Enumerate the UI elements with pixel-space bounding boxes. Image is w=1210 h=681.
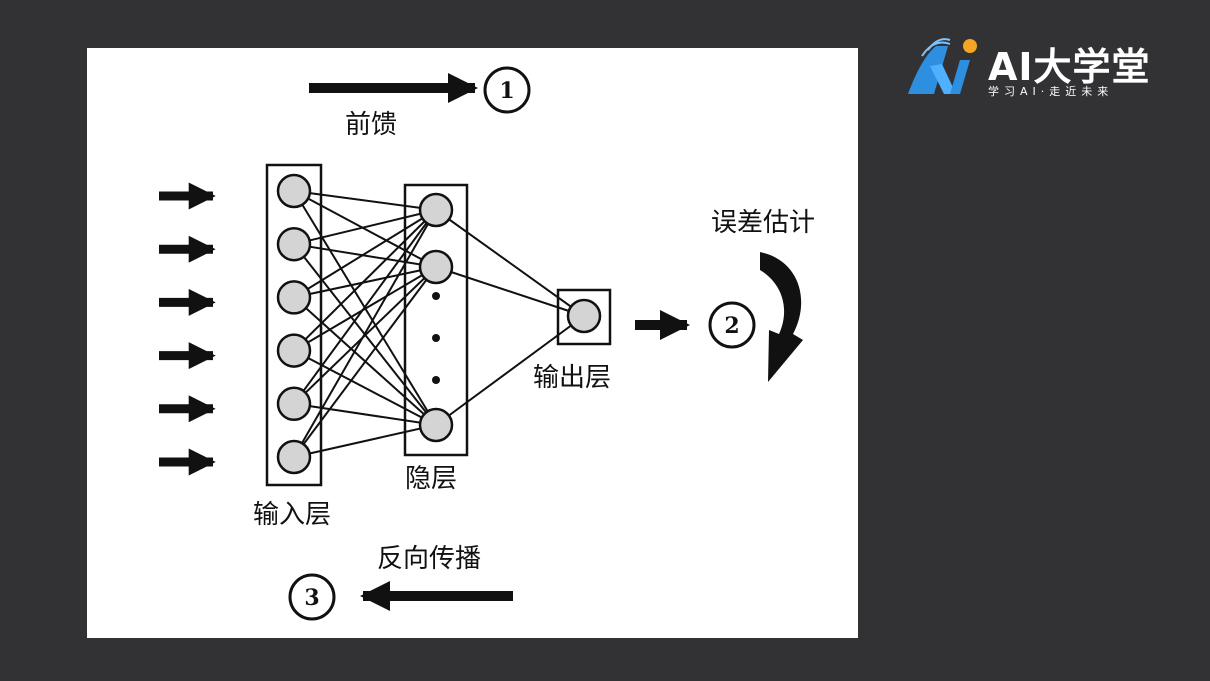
network-diagram: 1 2 3 <box>159 66 803 621</box>
input-hidden-connection <box>293 209 437 405</box>
output-layer-box <box>556 288 612 346</box>
input-neuron <box>276 173 312 209</box>
step-2-number: 2 <box>724 313 739 339</box>
input-hidden-connection <box>293 266 437 299</box>
input-neuron <box>276 386 312 422</box>
input-hidden-connection <box>293 209 437 246</box>
step-3-number: 3 <box>304 585 319 611</box>
input-neuron <box>276 226 312 262</box>
ai-logo-icon <box>908 38 977 94</box>
step-3-circle <box>288 573 336 621</box>
hidden-output-connection <box>435 315 585 426</box>
feedforward-label: 前馈 <box>345 110 398 140</box>
input-arrows <box>159 182 216 476</box>
hidden-layer-label: 隐层 <box>405 464 458 494</box>
input-layer-box <box>265 163 323 487</box>
hidden-neuron <box>418 407 454 443</box>
brand-logo: AI大学堂 学习AI·走近未来 <box>904 36 1184 106</box>
input-neuron <box>276 333 312 368</box>
logo-slogan: 学习AI·走近未来 <box>988 85 1114 98</box>
neural-network-figure: 1 2 3 前馈 误差估计 输出层 隐层 输入层 反向传播 <box>87 48 858 638</box>
backpropagation-label: 反向传播 <box>377 544 482 574</box>
input-hidden-connection <box>293 209 437 458</box>
input-hidden-connection <box>293 266 437 352</box>
input-hidden-connection <box>293 349 437 426</box>
step-2-circle <box>708 301 756 349</box>
connections <box>293 190 585 458</box>
input-hidden-connection <box>293 190 437 211</box>
hidden-ellipsis-dot <box>432 292 440 300</box>
input-neuron <box>276 280 312 315</box>
input-hidden-connection <box>293 243 437 268</box>
input-hidden-connection <box>293 209 437 352</box>
hidden-ellipsis-dot <box>432 334 440 342</box>
error-estimation-label: 误差估计 <box>711 208 816 238</box>
hidden-ellipsis-dot <box>432 376 440 384</box>
input-neuron <box>276 439 312 475</box>
input-hidden-connection <box>293 402 437 426</box>
output-layer-label: 输出层 <box>533 363 612 393</box>
hidden-output-connection <box>435 209 585 317</box>
neurons <box>276 173 602 475</box>
hidden-layer-box <box>403 183 469 457</box>
output-neuron <box>566 298 602 334</box>
input-hidden-connection <box>293 266 437 458</box>
error-estimation-arrow <box>760 252 803 382</box>
step-1-circle <box>483 66 531 114</box>
input-layer-label: 输入层 <box>253 500 332 530</box>
input-hidden-connection <box>293 209 437 299</box>
hidden-neuron <box>418 192 454 228</box>
hidden-neuron <box>418 249 454 285</box>
hidden-output-connection <box>435 266 585 317</box>
logo-title: AI大学堂 <box>988 45 1151 89</box>
step-1-number: 1 <box>499 78 514 104</box>
input-hidden-connection <box>293 190 437 268</box>
input-hidden-connection <box>293 424 437 458</box>
